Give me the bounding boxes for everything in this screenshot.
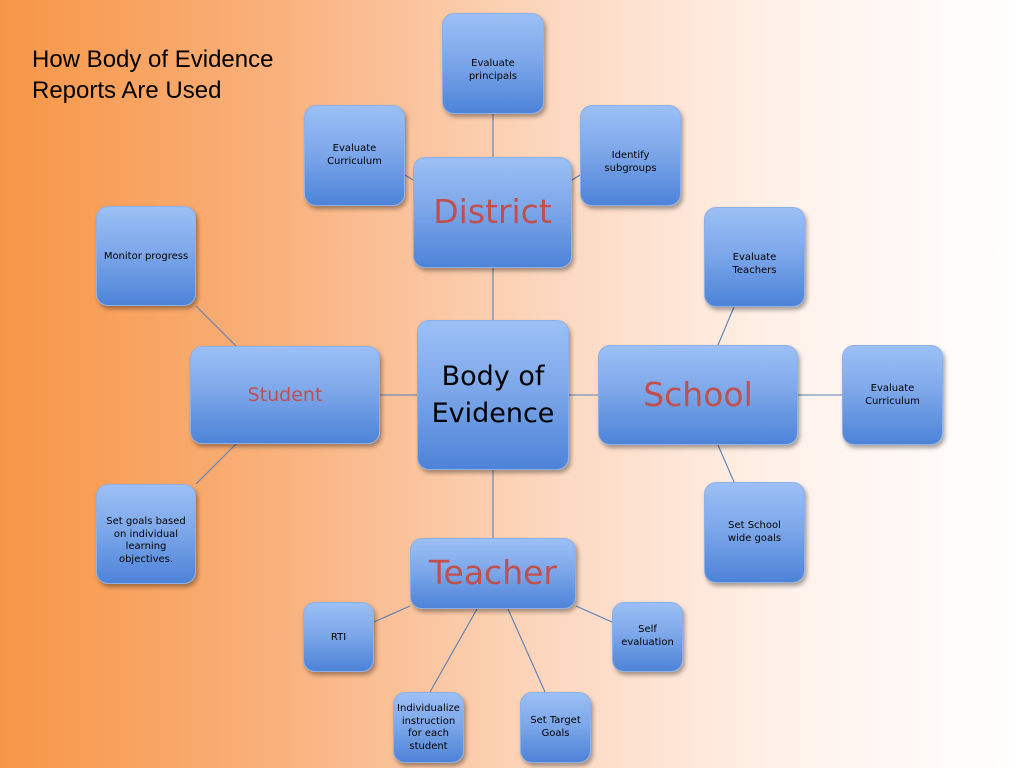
set-goals-node: Set goals based on individual learning o…: [96, 484, 196, 584]
set-target-goals-node: Set Target Goals: [520, 692, 591, 763]
school-node: School: [598, 345, 798, 445]
monitor-progress-label: Monitor progress: [103, 251, 189, 262]
connector-student-progress: [195, 305, 237, 347]
set-target-goals-label: Set Target Goals: [530, 715, 581, 739]
district-evaluate-curriculum-label: Evaluate Curriculum: [327, 143, 382, 167]
body-of-evidence-node: Body of Evidence: [417, 320, 569, 470]
student-label: Student: [247, 383, 323, 406]
school-label: School: [643, 374, 753, 414]
district-node: District: [413, 157, 572, 268]
monitor-progress-node: Monitor progress: [96, 206, 196, 306]
connector-school-goals: [717, 444, 735, 483]
district-evaluate-curriculum-node: Evaluate Curriculum: [304, 105, 405, 206]
school-evaluate-curriculum-label: Evaluate Curriculum: [865, 383, 920, 407]
identify-subgroups-label: Identify subgroups: [604, 150, 657, 174]
connector-teacher-self: [575, 605, 613, 623]
district-label: District: [433, 192, 552, 232]
evaluate-principals-node: Evaluate principals: [442, 13, 544, 114]
student-node: Student: [190, 346, 380, 444]
teacher-label: Teacher: [428, 553, 557, 593]
body-of-evidence-label: Body of Evidence: [431, 361, 555, 429]
individualize-instruction-label: Individualize instruction for each stude…: [397, 703, 460, 752]
connector-student-goals: [195, 443, 237, 485]
self-evaluation-label: Self evaluation: [621, 624, 674, 648]
connector-teacher-target: [507, 608, 546, 693]
school-evaluate-curriculum-node: Evaluate Curriculum: [842, 345, 943, 445]
connector-district-subgroups: [571, 174, 581, 181]
evaluate-teachers-node: Evaluate Teachers: [704, 207, 805, 307]
set-school-wide-goals-label: Set School wide goals: [727, 520, 782, 544]
teacher-node: Teacher: [410, 538, 576, 609]
connector-teacher-individualize: [429, 608, 478, 693]
individualize-instruction-node: Individualize instruction for each stude…: [393, 692, 464, 763]
connector-teacher-rti: [373, 605, 411, 623]
page-title: How Body of Evidence Reports Are Used: [32, 46, 274, 104]
self-evaluation-node: Self evaluation: [612, 602, 683, 672]
connector-school-teachers: [717, 306, 735, 346]
connector-district-curriculum: [404, 174, 414, 181]
evaluate-teachers-label: Evaluate Teachers: [732, 252, 777, 276]
identify-subgroups-node: Identify subgroups: [580, 105, 681, 206]
set-goals-label: Set goals based on individual learning o…: [106, 516, 186, 565]
evaluate-principals-label: Evaluate principals: [468, 58, 518, 82]
rti-label: RTI: [330, 632, 347, 643]
rti-node: RTI: [303, 602, 374, 672]
set-school-wide-goals-node: Set School wide goals: [704, 482, 805, 583]
